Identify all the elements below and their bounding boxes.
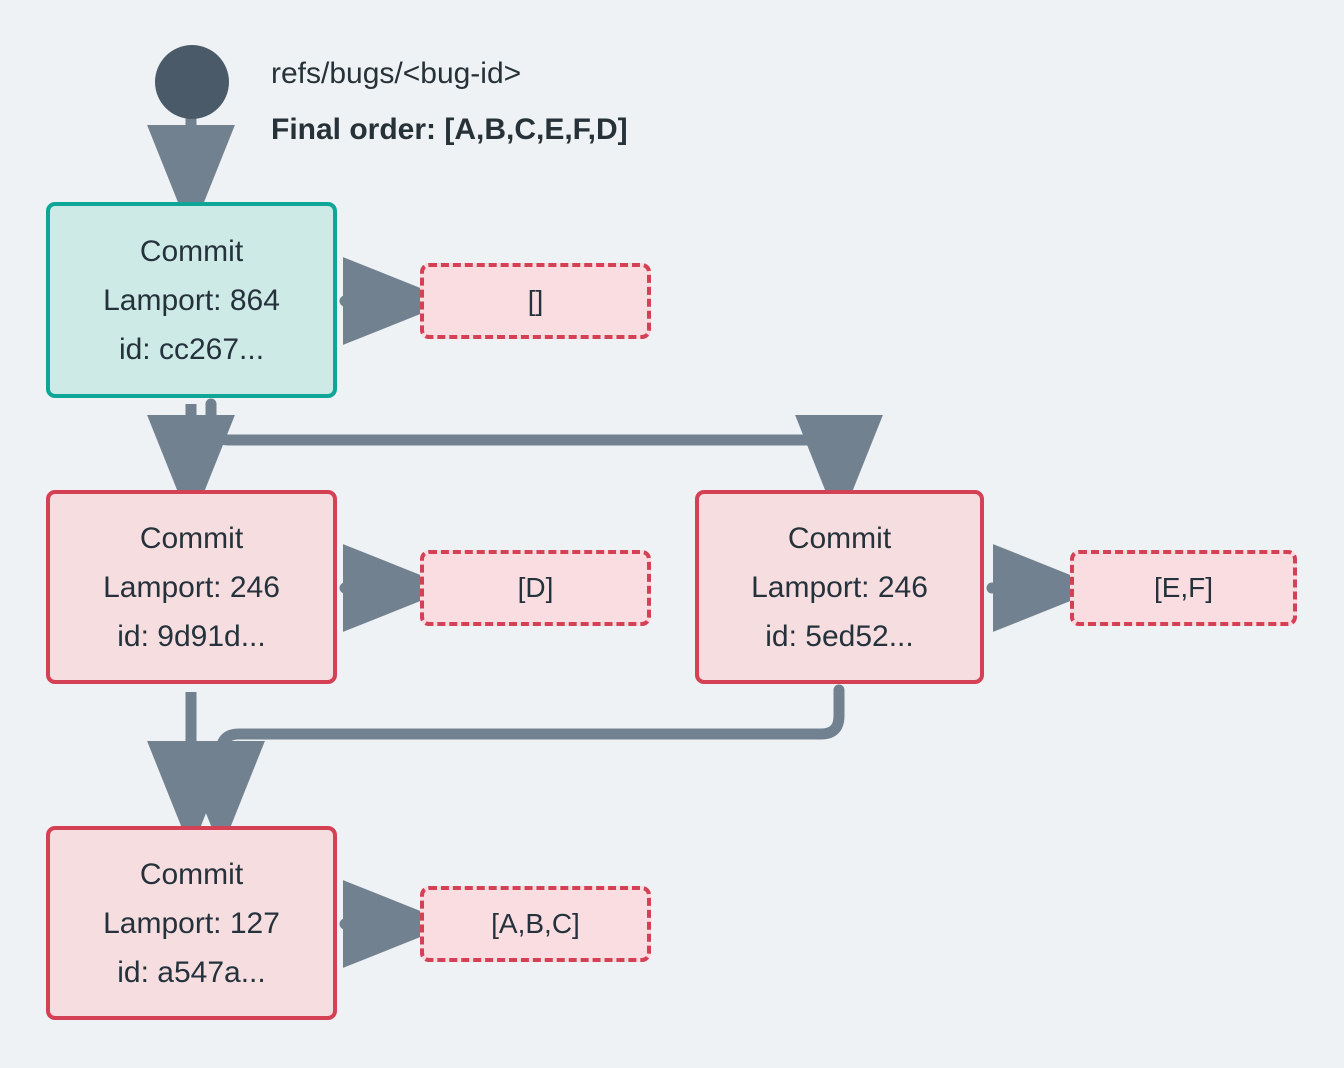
commit-lamport: Lamport: 246 [751, 570, 928, 604]
commit-id: id: 5ed52... [765, 619, 914, 653]
commit-id: id: a547a... [117, 955, 266, 989]
commit-node-a547a[interactable]: Commit Lamport: 127 id: a547a... [46, 826, 337, 1020]
commit-title: Commit [139, 857, 244, 891]
ops-label-text: [D] [517, 572, 554, 603]
ops-label-5ed52: [E,F] [1070, 550, 1297, 626]
commit-lamport: Lamport: 864 [103, 283, 280, 317]
final-order-label: Final order: [A,B,C,E,F,D] [271, 113, 628, 146]
commit-id: id: 9d91d... [117, 619, 266, 653]
commit-lamport: Lamport: 127 [103, 906, 280, 940]
ops-label-9d91d: [D] [420, 550, 651, 626]
edge-5ed52-to-a547a [177, 684, 845, 851]
ops-label-a547a: [A,B,C] [420, 886, 651, 962]
branch-ref-label: refs/bugs/<bug-id> [271, 57, 522, 90]
commit-node-5ed52[interactable]: Commit Lamport: 246 id: 5ed52... [695, 490, 984, 684]
commit-node-9d91d[interactable]: Commit Lamport: 246 id: 9d91d... [46, 490, 337, 684]
commit-title: Commit [787, 521, 892, 555]
root-dot-icon [155, 45, 229, 119]
ops-label-text: [E,F] [1153, 572, 1214, 603]
ops-label-text: [A,B,C] [491, 908, 580, 939]
commit-lamport: Lamport: 246 [103, 570, 280, 604]
commit-node-cc267[interactable]: Commit Lamport: 864 id: cc267... [46, 202, 337, 398]
commit-title: Commit [139, 521, 244, 555]
edge-cc267-to-5ed52 [205, 398, 883, 525]
ops-label-text: [] [527, 285, 544, 316]
commit-title: Commit [139, 234, 244, 268]
ops-label-cc267: [] [420, 263, 651, 339]
commit-id: id: cc267... [118, 332, 265, 366]
